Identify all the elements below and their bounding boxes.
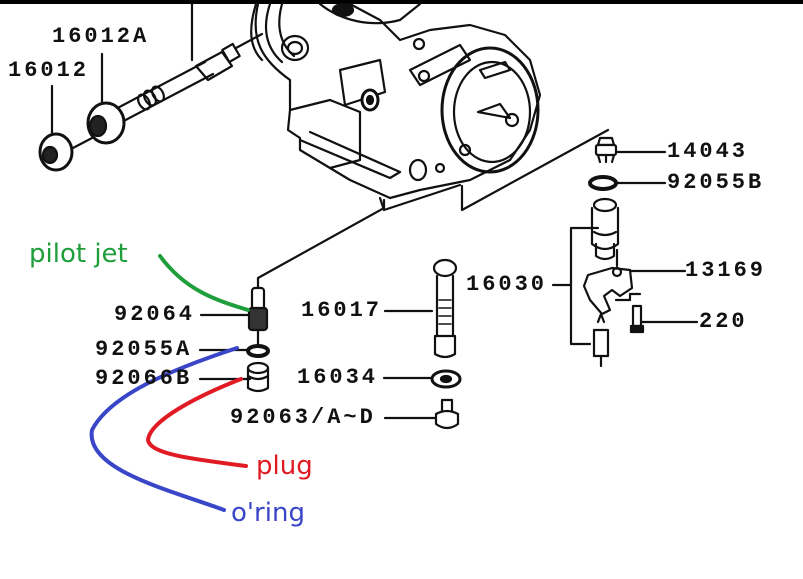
leader-lines bbox=[198, 128, 699, 420]
oring-annotation: o'ring bbox=[231, 498, 305, 528]
oring-pointer bbox=[89, 346, 239, 512]
part-label-16012A: 16012A bbox=[52, 24, 150, 49]
needle-jet-16017 bbox=[432, 258, 458, 359]
part-label-16012: 16012 bbox=[8, 58, 90, 83]
top-border bbox=[0, 0, 803, 4]
main-jet-92063 bbox=[434, 398, 460, 430]
part-label-220: 220 bbox=[699, 309, 748, 334]
part-label-16030: 16030 bbox=[466, 272, 548, 297]
washer-16034 bbox=[430, 369, 462, 389]
pilot-jet-part bbox=[247, 286, 269, 347]
valve-body bbox=[590, 197, 620, 261]
part-label-16034: 16034 bbox=[297, 365, 379, 390]
plug-pointer bbox=[146, 377, 248, 468]
part-label-92066B: 92066B bbox=[95, 366, 193, 391]
valve-seat-14043 bbox=[594, 136, 618, 164]
plug-92066B bbox=[246, 361, 270, 393]
part-label-92064: 92064 bbox=[114, 302, 196, 327]
part-label-14043: 14043 bbox=[667, 139, 749, 164]
pilot-jet-annotation: pilot jet bbox=[29, 239, 128, 269]
oring-92055B bbox=[588, 175, 618, 191]
float-needle bbox=[592, 312, 610, 368]
part-label-13169: 13169 bbox=[685, 258, 767, 283]
plug-annotation: plug bbox=[256, 451, 313, 481]
part-label-92055B: 92055B bbox=[667, 170, 765, 195]
oring-92055A bbox=[246, 344, 270, 358]
carburetor-body bbox=[250, 2, 542, 212]
float-arm-13169 bbox=[582, 266, 642, 316]
part-label-16017: 16017 bbox=[301, 298, 383, 323]
pilot-screw-assembly bbox=[38, 32, 264, 172]
part-label-92055A: 92055A bbox=[95, 337, 193, 362]
screw-220 bbox=[629, 304, 645, 334]
part-label-92063: 92063/A~D bbox=[230, 405, 376, 430]
pilot-jet-pointer bbox=[158, 254, 250, 312]
